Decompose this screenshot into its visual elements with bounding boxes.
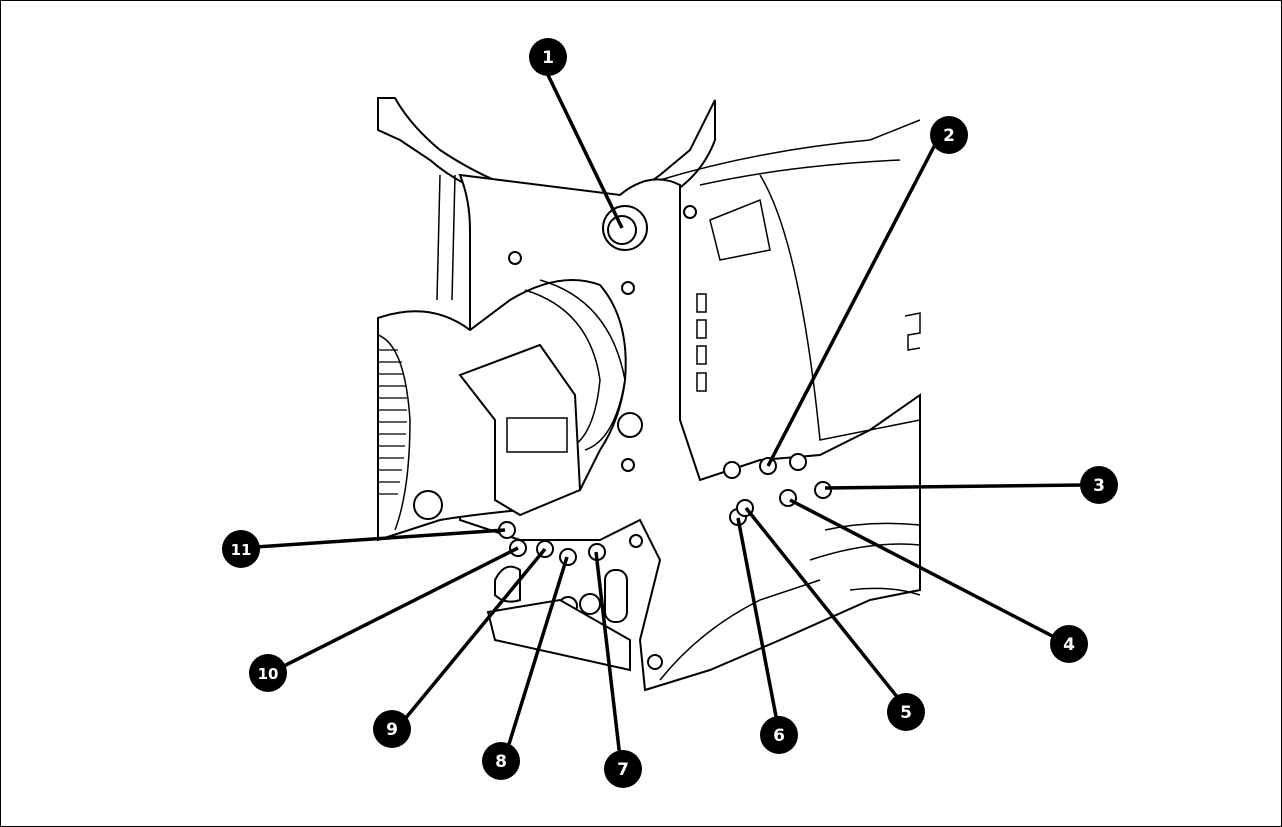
svg-text:10: 10 — [258, 665, 279, 683]
screw — [683, 205, 697, 219]
callout-marker-10: 10 — [249, 654, 287, 692]
lens-ring-inner — [524, 289, 601, 446]
callout-marker-7: 7 — [604, 750, 642, 788]
svg-text:6: 6 — [773, 726, 785, 746]
side-panel-window — [759, 174, 921, 441]
screw — [621, 281, 635, 295]
callout-marker-1: 1 — [529, 38, 567, 76]
leader-line-7 — [594, 551, 623, 767]
leader-line-4 — [789, 498, 1061, 642]
callout-marker-8: 8 — [482, 742, 520, 780]
lens-knob — [617, 412, 643, 438]
leader-line-1 — [546, 74, 624, 229]
svg-text:11: 11 — [231, 541, 252, 559]
shoulder-pad-low — [849, 587, 921, 596]
side-knob — [789, 453, 807, 471]
camera-illustration — [377, 97, 921, 692]
indicator-slot — [696, 319, 707, 339]
screw — [508, 251, 522, 265]
svg-text:9: 9 — [386, 720, 398, 740]
leader-line-6 — [736, 517, 781, 733]
callout-marker-3: 3 — [1080, 466, 1118, 504]
side-symbol — [904, 312, 921, 351]
shoulder-pad-top — [824, 522, 921, 531]
side-knob — [723, 461, 741, 479]
mount-plate — [486, 598, 631, 672]
callout-marker-9: 9 — [373, 710, 411, 748]
body-top-edge — [659, 119, 921, 181]
callout-marker-4: 4 — [1050, 625, 1088, 663]
shoulder-pad-mid — [809, 543, 921, 561]
lens-handgrip — [458, 343, 582, 517]
handle-strap — [436, 174, 441, 301]
screw — [621, 458, 635, 472]
leader-line-11 — [240, 528, 506, 550]
side-panel-top — [709, 198, 771, 261]
screw — [647, 654, 663, 670]
callout-marker-6: 6 — [760, 716, 798, 754]
switch — [814, 481, 832, 499]
lower-grip — [494, 565, 521, 603]
lens-label-plate — [506, 417, 568, 453]
mount-knob-center — [607, 215, 637, 245]
body-top-edge-inner — [699, 159, 901, 186]
leader-line-8 — [503, 556, 569, 758]
leader-line-5 — [744, 506, 908, 710]
screw — [629, 534, 643, 548]
lens-ring — [539, 279, 626, 451]
leader-line-9 — [398, 547, 547, 727]
leader-line-2 — [766, 134, 942, 467]
indicator-slot — [696, 345, 707, 365]
svg-text:1: 1 — [542, 48, 554, 68]
lens-knob-lower — [413, 490, 443, 520]
callout-marker-2: 2 — [930, 116, 968, 154]
callout-marker-5: 5 — [887, 693, 925, 731]
leader-line-3 — [824, 483, 1086, 490]
callout-markers: 1 2 3 4 5 6 7 8 — [222, 38, 1118, 788]
indicator-slot — [696, 293, 707, 313]
scroll-wheel — [604, 569, 628, 623]
svg-text:3: 3 — [1093, 476, 1105, 496]
svg-text:4: 4 — [1063, 635, 1075, 655]
handle-strap-inner — [451, 174, 456, 301]
svg-text:7: 7 — [617, 760, 629, 780]
indicator-slot — [696, 372, 707, 392]
switch — [559, 548, 577, 566]
connector — [579, 593, 601, 615]
lens-front-ring — [377, 334, 411, 531]
svg-text:5: 5 — [900, 703, 912, 723]
svg-text:8: 8 — [495, 752, 507, 772]
callout-marker-11: 11 — [222, 530, 260, 568]
leader-line-10 — [269, 546, 519, 675]
leader-lines — [240, 74, 1086, 767]
svg-text:2: 2 — [943, 126, 955, 146]
